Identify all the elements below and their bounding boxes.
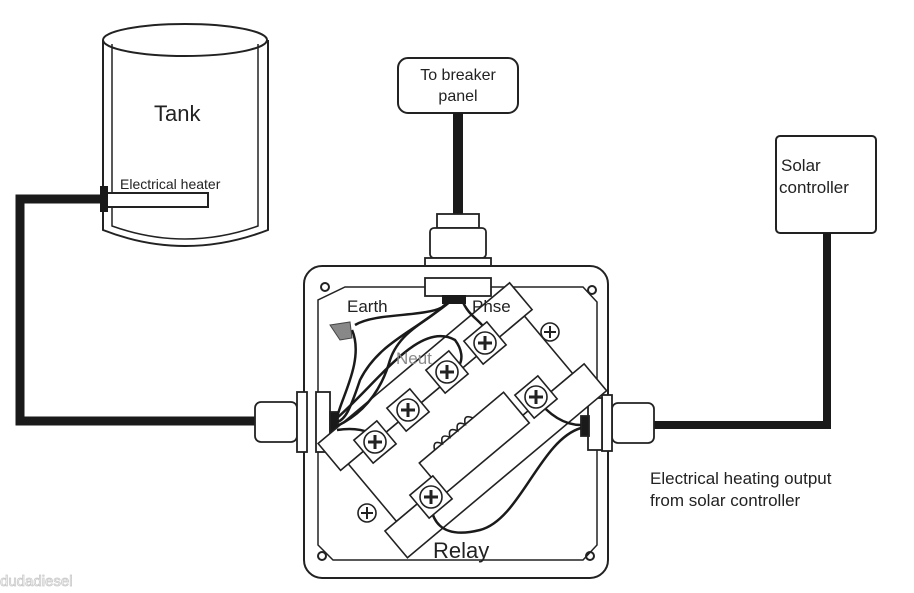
watermark: dudadiesel: [0, 573, 73, 590]
relay-wires: [335, 299, 582, 534]
neutral-label: Neut: [396, 349, 432, 368]
output-label-line2: from solar controller: [650, 491, 801, 510]
mount-screw: [540, 322, 560, 342]
solar-label-line1: Solar: [781, 156, 821, 175]
breaker-label-line2: panel: [438, 88, 477, 105]
terminal-screw: [513, 374, 559, 420]
heater-label: Electrical heater: [120, 176, 221, 192]
earth-wire-cap: [329, 321, 353, 341]
mount-screw: [357, 503, 377, 523]
heater-element: [102, 192, 209, 208]
earth-label: Earth: [347, 297, 388, 316]
output-label-line1: Electrical heating output: [650, 469, 832, 488]
solar-label-line2: controller: [779, 178, 849, 197]
phase-label: Phse: [472, 297, 511, 316]
tank-label: Tank: [154, 101, 201, 126]
relay-label: Relay: [433, 538, 489, 563]
solar-cable: [652, 233, 831, 429]
terminal-screw: [408, 474, 454, 520]
breaker-label-line1: To breaker: [420, 67, 496, 84]
top-cable-entry: [442, 295, 466, 304]
terminal-screw: [424, 349, 470, 395]
tank: [100, 23, 269, 247]
terminal-screw: [385, 387, 431, 433]
left-cable-gland: [254, 391, 339, 453]
terminal-screw: [352, 419, 398, 465]
tank-cable: [15, 194, 258, 426]
terminal-screw: [462, 320, 508, 366]
right-cable-gland: [580, 394, 655, 452]
top-gland-nut: [424, 277, 492, 297]
terminal-screws: [352, 320, 560, 523]
